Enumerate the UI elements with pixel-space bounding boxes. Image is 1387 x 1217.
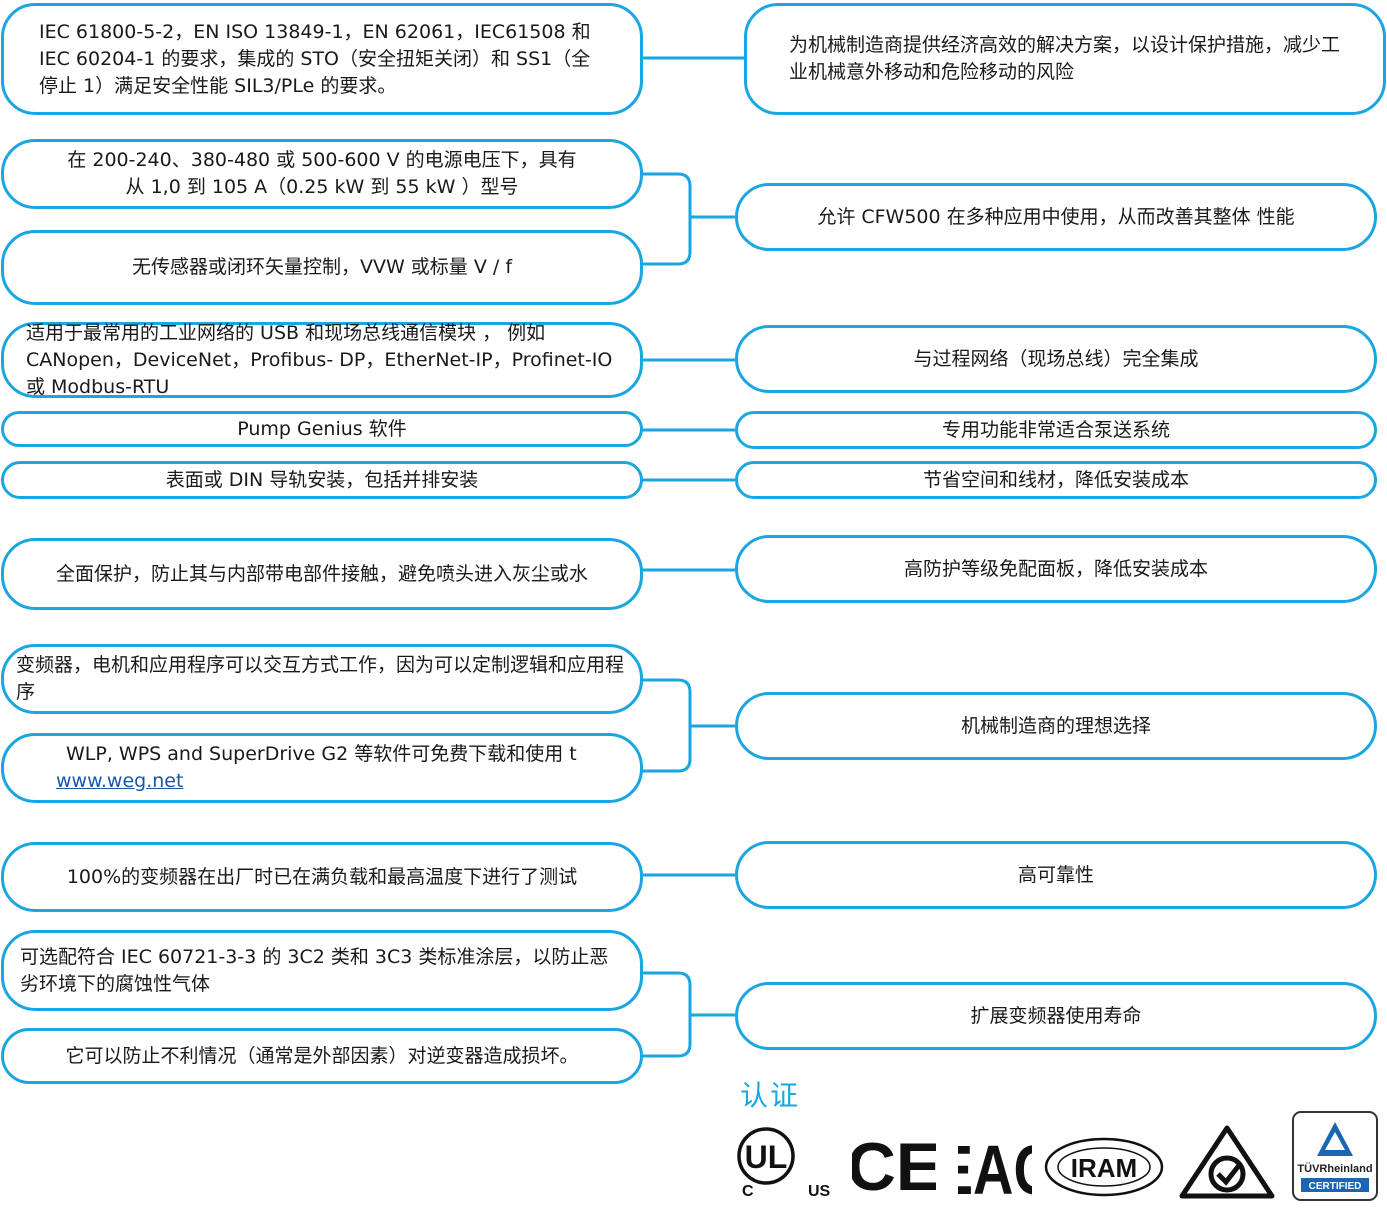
feature-text: 可选配符合 IEC 60721-3-3 的 3C2 类和 3C3 类标准涂层，以… <box>20 945 609 995</box>
ul-mark: UL <box>745 1139 788 1175</box>
eac-mark: EAC <box>958 1132 1032 1200</box>
tuv-logo: TÜVRheinland CERTIFIED <box>1292 1111 1378 1201</box>
feature-custom-logic: 变频器，电机和应用程序可以交互方式工作，因为可以定制逻辑和应用程序 <box>1 644 643 714</box>
benefit-text: 高可靠性 <box>1017 863 1094 886</box>
tuv-name: TÜVRheinland <box>1297 1162 1372 1175</box>
iram-logo: IRAM <box>1044 1137 1164 1197</box>
ul-logo: UL C US <box>737 1127 831 1200</box>
weg-website-link[interactable]: www.weg.net <box>56 770 184 792</box>
benefit-text: 高防护等级免配面板，降低安装成本 <box>903 557 1208 580</box>
feature-text: 变频器，电机和应用程序可以交互方式工作，因为可以定制逻辑和应用程序 <box>16 654 625 703</box>
benefit-text: 专用功能非常适合泵送系统 <box>941 418 1170 441</box>
benefit-text: 允许 CFW500 在多种应用中使用，从而改善其整体 性能 <box>817 205 1295 228</box>
benefit-ideal-choice: 机械制造商的理想选择 <box>735 692 1377 760</box>
feature-fieldbus-modules: 适用于最常用的工业网络的 USB 和现场总线通信模块 ， 例如 CANopen，… <box>1 322 643 398</box>
benefit-save-space: 节省空间和线材，降低安装成本 <box>735 461 1377 499</box>
benefit-high-protection: 高防护等级免配面板，降低安装成本 <box>735 535 1377 603</box>
feature-din-mounting: 表面或 DIN 导轨安装，包括并排安装 <box>1 461 643 499</box>
feature-text-block: WLP, WPS and SuperDrive G2 等软件可免费下载和使用 t… <box>46 741 597 795</box>
benefit-text: 扩展变频器使用寿命 <box>970 1004 1142 1027</box>
benefit-extended-lifetime: 扩展变频器使用寿命 <box>735 982 1377 1050</box>
benefit-pump-functions: 专用功能非常适合泵送系统 <box>735 411 1377 449</box>
certifications-title: 认证 <box>740 1079 801 1112</box>
feature-coating: 可选配符合 IEC 60721-3-3 的 3C2 类和 3C3 类标准涂层，以… <box>1 930 643 1011</box>
feature-text: 表面或 DIN 导轨安装，包括并排安装 <box>165 468 479 491</box>
feature-text: 它可以防止不利情况（通常是外部因素）对逆变器造成损坏。 <box>65 1044 579 1067</box>
benefit-text: 节省空间和线材，降低安装成本 <box>922 468 1189 491</box>
feature-text: 100%的变频器在出厂时已在满负载和最高温度下进行了测试 <box>66 865 578 888</box>
feature-text: WLP, WPS and SuperDrive G2 等软件可免费下载和使用 t <box>66 743 577 765</box>
ul-c-mark: C <box>742 1183 754 1200</box>
feature-safety-standards: IEC 61800-5-2，EN ISO 13849-1，EN 62061，IE… <box>1 3 643 115</box>
feature-pump-genius: Pump Genius 软件 <box>1 411 643 447</box>
benefit-cost-effective-safety: 为机械制造商提供经济高效的解决方案，以设计保护措施，减少工业机械意外移动和危险移… <box>744 3 1386 115</box>
ce-logo: CE <box>852 1132 936 1198</box>
benefit-versatile-use: 允许 CFW500 在多种应用中使用，从而改善其整体 性能 <box>735 183 1377 251</box>
iram-mark: IRAM <box>1071 1153 1137 1183</box>
feature-text: IEC 61800-5-2，EN ISO 13849-1，EN 62061，IE… <box>39 20 591 97</box>
feature-supply-voltage: 在 200-240、380-480 或 500-600 V 的电源电压下，具有从… <box>1 139 643 209</box>
feature-vector-control: 无传感器或闭环矢量控制，VVW 或标量 V / f <box>1 230 643 305</box>
benefit-network-integration: 与过程网络（现场总线）完全集成 <box>735 325 1377 393</box>
feature-text: 适用于最常用的工业网络的 USB 和现场总线通信模块 ， 例如 CANopen，… <box>26 321 613 398</box>
feature-full-protection: 全面保护，防止其与内部带电部件接触，避免喷头进入灰尘或水 <box>1 538 643 610</box>
benefit-text: 机械制造商的理想选择 <box>960 714 1151 737</box>
benefit-high-reliability: 高可靠性 <box>735 841 1377 909</box>
benefit-text: 为机械制造商提供经济高效的解决方案，以设计保护措施，减少工业机械意外移动和危险移… <box>789 34 1341 83</box>
feature-factory-tested: 100%的变频器在出厂时已在满负载和最高温度下进行了测试 <box>1 842 643 912</box>
ul-us-mark: US <box>808 1183 831 1200</box>
ce-mark: CE <box>852 1132 936 1198</box>
feature-text: 在 200-240、380-480 或 500-600 V 的电源电压下，具有从… <box>67 149 577 198</box>
tuv-certified: CERTIFIED <box>1309 1181 1362 1192</box>
benefit-text: 与过程网络（现场总线）完全集成 <box>913 347 1199 370</box>
rcm-logo <box>1179 1125 1275 1199</box>
eac-logo: EAC <box>958 1132 1032 1200</box>
feature-text: 全面保护，防止其与内部带电部件接触，避免喷头进入灰尘或水 <box>55 562 588 585</box>
feature-text: Pump Genius 软件 <box>237 417 407 440</box>
feature-text: 无传感器或闭环矢量控制，VVW 或标量 V / f <box>131 256 513 278</box>
feature-damage-prevention: 它可以防止不利情况（通常是外部因素）对逆变器造成损坏。 <box>1 1028 643 1084</box>
feature-free-software: WLP, WPS and SuperDrive G2 等软件可免费下载和使用 t… <box>1 733 643 803</box>
